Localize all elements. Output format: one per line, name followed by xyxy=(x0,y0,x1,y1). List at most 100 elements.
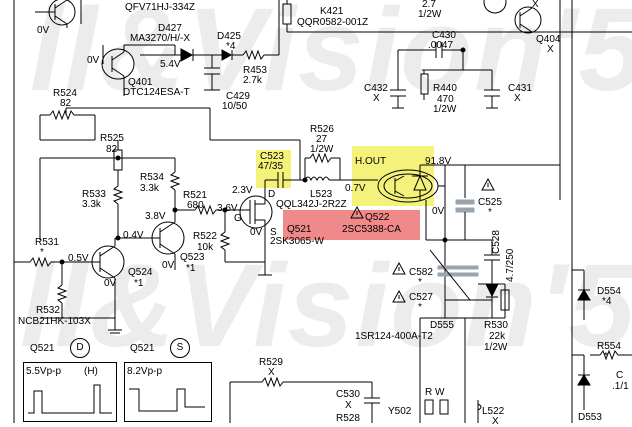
label-top-2-7: 2.7 xyxy=(422,0,436,10)
label-l522-x: X xyxy=(492,416,499,427)
label-l523: L523 xyxy=(310,189,333,200)
label-l522: L522 xyxy=(482,406,505,417)
label-q404: Q404 xyxy=(536,34,561,45)
transistor-q404 xyxy=(514,6,542,34)
label-0-5v: 0.5V xyxy=(68,253,89,264)
waveform-q521-s: 8.2Vp-p xyxy=(124,362,212,422)
label-q521: Q521 xyxy=(287,224,312,235)
label-0v: 0V xyxy=(37,25,50,36)
label-c527-note: * xyxy=(418,302,422,313)
label-qqr0582: QQR0582-001Z xyxy=(297,17,369,28)
label-q404-x: X xyxy=(547,44,554,55)
label-r526-w: 1/2W xyxy=(310,144,334,155)
wf2-value: 8.2Vp-p xyxy=(127,366,163,377)
label-2-3v: 2.3V xyxy=(232,185,253,196)
label-k421: K421 xyxy=(320,6,344,17)
label-0v-q521: 0V xyxy=(250,227,263,238)
transistor-q522 xyxy=(377,169,439,203)
label-r531: R531 xyxy=(35,237,59,248)
warning-icon xyxy=(392,262,406,275)
label-q401: Q401 xyxy=(128,77,153,88)
label-0v-q524: 0V xyxy=(104,278,117,289)
label-c582: C582 xyxy=(409,267,433,278)
label-d553: D553 xyxy=(578,412,602,423)
label-d427: D427 xyxy=(158,23,182,34)
label-r532: R532 xyxy=(36,305,60,316)
label-c523: C523 xyxy=(260,151,284,162)
label-91-8v: 91.8V xyxy=(425,156,452,167)
label-r530-val: 22k xyxy=(489,331,506,342)
label-c432: C432 xyxy=(364,83,388,94)
label-r530-w: 1/2W xyxy=(484,342,508,353)
label-2sk3065: 2SK3065-W xyxy=(270,236,324,247)
label-c432-x: X xyxy=(373,93,380,104)
warning-icon xyxy=(350,206,364,219)
mosfet-q521 xyxy=(239,195,273,229)
label-r522: R522 xyxy=(193,231,217,242)
label-r528: R528 xyxy=(336,413,360,424)
wf2-title: Q521 xyxy=(130,343,155,354)
label-r533-val: 3.3k xyxy=(82,199,101,210)
label-ncb21: NCB21HK-103X xyxy=(18,316,91,327)
label-c528: C528 xyxy=(491,230,502,254)
label-r534-val: 3.3k xyxy=(140,183,159,194)
label-r533: R533 xyxy=(82,189,106,200)
label-c582-note: * xyxy=(418,277,422,288)
label-qfv71hj: QFV71HJ-334Z xyxy=(125,2,196,13)
label-d554-note: *4 xyxy=(602,296,612,307)
label-c-right: C xyxy=(616,370,624,381)
label-s-pin: S xyxy=(270,227,277,238)
label-r524: R524 xyxy=(53,88,77,99)
label-3-8v: 3.8V xyxy=(145,211,166,222)
label-r524-val: 82 xyxy=(60,98,72,109)
label-c431: C431 xyxy=(508,83,532,94)
wf2-pin: S xyxy=(170,338,190,358)
transistor-q401 xyxy=(101,48,135,80)
q522-highlight xyxy=(283,210,420,240)
label-r531-note: * xyxy=(40,247,44,258)
label-g-pin: G xyxy=(234,213,242,224)
label-q524: Q524 xyxy=(128,267,153,278)
label-c429-val: 10/50 xyxy=(222,101,248,112)
label-0v-q523: 0V xyxy=(162,260,175,271)
label-c523-val: 47/35 xyxy=(258,161,284,172)
label-r526: R526 xyxy=(310,124,334,135)
label-r522-val: 10k xyxy=(197,242,214,253)
label-hout: H.OUT xyxy=(355,156,387,167)
wf1-trace xyxy=(28,384,112,414)
label-c429: C429 xyxy=(226,91,250,102)
c523-highlight xyxy=(256,150,291,188)
label-c528-val: 4.7/250 xyxy=(505,248,516,282)
label-5-4v: 5.4V xyxy=(160,59,181,70)
label-c527: C527 xyxy=(409,292,433,303)
label-1sr124: 1SR124-400A-T2 xyxy=(355,331,433,342)
label-r526-val: 27 xyxy=(316,134,328,145)
label-q524-note: *1 xyxy=(134,278,144,289)
wf1-title: Q521 xyxy=(30,343,55,354)
label-r521-val: 680 xyxy=(187,200,204,211)
label-y502-note: R W xyxy=(425,387,445,398)
transistor-q523 xyxy=(151,221,185,255)
label-r529-x: X xyxy=(268,367,275,378)
label-r521: R521 xyxy=(183,190,207,201)
label-top-12w: 1/2W xyxy=(418,9,442,20)
label-c525-note: * xyxy=(488,207,492,218)
label-r554-note: * xyxy=(604,351,608,362)
label-q523: Q523 xyxy=(180,252,205,263)
label-y502: Y502 xyxy=(388,406,412,417)
warning-icon xyxy=(392,290,406,303)
label-0-7v: 0.7V xyxy=(345,183,366,194)
label-r554: R554 xyxy=(597,341,621,352)
label-q522: Q522 xyxy=(365,212,390,223)
watermark-bottom: ll&Vision'5 xyxy=(20,240,632,372)
label-ma3270: MA3270/H/-X xyxy=(130,33,191,44)
label-c431-x: X xyxy=(514,93,521,104)
label-r440-w: 1/2W xyxy=(433,104,457,115)
label-r525: R525 xyxy=(100,133,124,144)
label-q523-note: *1 xyxy=(186,263,196,274)
wf1-value: 5.5Vp-p xyxy=(26,366,62,377)
label-r530: R530 xyxy=(484,320,508,331)
wf1-pin: D xyxy=(70,338,90,358)
label-0v-q401: 0V xyxy=(87,55,100,66)
